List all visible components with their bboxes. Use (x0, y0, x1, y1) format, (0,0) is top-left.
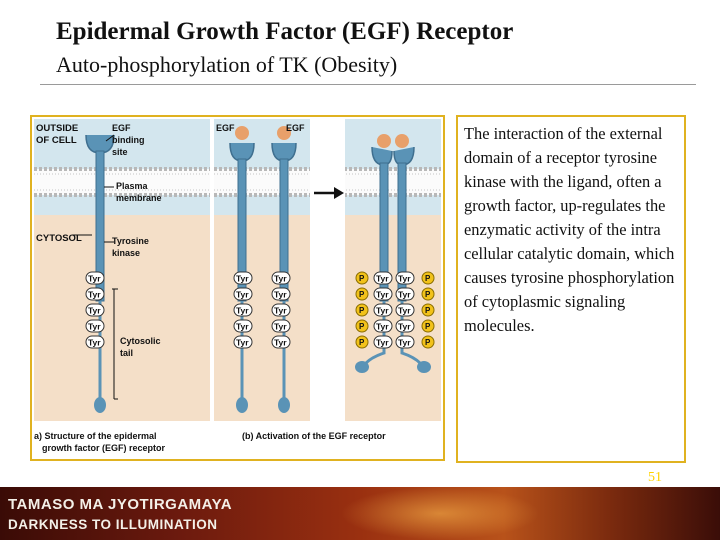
tyr-label: Tyr (274, 290, 287, 300)
label-egf-binding-site: EGF (112, 123, 131, 133)
label-plasma-membrane: Plasma (116, 181, 149, 191)
label-egf-right: EGF (286, 123, 305, 133)
phosphate-label: P (359, 322, 365, 331)
label-outside-of-cell: OUTSIDE (36, 123, 78, 134)
tyr-label: Tyr (376, 322, 389, 332)
tyr-label: Tyr (274, 338, 287, 348)
label-outside-of-cell-2: OF CELL (36, 135, 77, 146)
tyr-label: Tyr (398, 322, 411, 332)
label-plasma-membrane-2: membrane (116, 193, 162, 203)
panel-b2-cytosol (345, 215, 441, 421)
label-cytosolic-tail-2: tail (120, 348, 133, 358)
activation-arrow (314, 187, 344, 199)
footer-banner: TAMASO MA JYOTIRGAMAYA DARKNESS TO ILLUM… (0, 487, 720, 540)
tyr-label: Tyr (88, 338, 101, 348)
tyr-label: Tyr (236, 338, 249, 348)
phosphate-label: P (425, 290, 431, 299)
phosphate-label: P (425, 306, 431, 315)
caption-panel-b: (b) Activation of the EGF receptor (242, 431, 386, 441)
footer-motto-line2: DARKNESS TO ILLUMINATION (8, 517, 218, 532)
egf-ligand-left (235, 126, 249, 140)
label-egf-left: EGF (216, 123, 235, 133)
tyr-label: Tyr (274, 306, 287, 316)
tyr-label: Tyr (376, 290, 389, 300)
phosphate-label: P (359, 338, 365, 347)
panel-a-cytosol (34, 215, 210, 421)
tyr-label: Tyr (398, 338, 411, 348)
receptor-dimer-active (355, 134, 431, 373)
phosphate-label: P (359, 290, 365, 299)
tyr-label: Tyr (398, 306, 411, 316)
tyr-label: Tyr (88, 322, 101, 332)
footer-glow (340, 487, 540, 540)
figure-canvas: Tyr Tyr Tyr Tyr Tyr Tyr Tyr Tyr Tyr Tyr … (34, 119, 441, 453)
caption-panel-a: a) Structure of the epidermal (34, 431, 157, 441)
tyr-label: Tyr (376, 338, 389, 348)
tyr-label: Tyr (236, 306, 249, 316)
phosphate-label: P (359, 306, 365, 315)
phosphate-label: P (425, 338, 431, 347)
label-leader-lines (72, 134, 118, 400)
phosphate-label: P (359, 274, 365, 283)
tyr-label: Tyr (88, 274, 101, 284)
slide-subtitle: Auto-phosphorylation of TK (Obesity) (56, 52, 398, 77)
phosphate-groups: P P P P P P P P P P (355, 271, 435, 349)
label-cytosol: CYTOSOL (36, 233, 82, 244)
tyr-label: Tyr (236, 290, 249, 300)
description-text: The interaction of the external domain o… (456, 115, 686, 463)
tyr-label: Tyr (398, 274, 411, 284)
tyr-label: Tyr (236, 274, 249, 284)
label-cytosolic-tail: Cytosolic (120, 336, 161, 346)
tyr-label: Tyr (88, 306, 101, 316)
tyr-label: Tyr (88, 290, 101, 300)
receptor-monomer (85, 134, 115, 413)
egf-ligand-right (277, 126, 291, 140)
egf-receptor-figure: Tyr Tyr Tyr Tyr Tyr Tyr Tyr Tyr Tyr Tyr … (30, 115, 445, 461)
label-egf-binding-site-3: site (112, 147, 128, 157)
tyr-residues-b-inactive: Tyr Tyr Tyr Tyr Tyr Tyr Tyr Tyr Tyr Tyr (233, 271, 291, 349)
tyr-label: Tyr (274, 274, 287, 284)
phosphate-label: P (425, 274, 431, 283)
tyr-label: Tyr (236, 322, 249, 332)
receptor-pair-inactive (229, 126, 297, 413)
title-divider (40, 84, 696, 85)
tyr-residues-a: Tyr Tyr Tyr Tyr Tyr (85, 271, 105, 349)
tyr-label: Tyr (398, 290, 411, 300)
caption-panel-a-2: growth factor (EGF) receptor (42, 443, 166, 453)
page-number: 51 (648, 470, 662, 485)
tyr-label: Tyr (274, 322, 287, 332)
tyr-residues-b-active: Tyr Tyr Tyr Tyr Tyr Tyr Tyr Tyr Tyr Tyr … (355, 271, 435, 349)
label-tyrosine-kinase: Tyrosine (112, 236, 149, 246)
panel-b1-cytosol (214, 215, 310, 421)
footer-motto-line1: TAMASO MA JYOTIRGAMAYA (8, 496, 233, 513)
tyr-label: Tyr (376, 306, 389, 316)
label-tyrosine-kinase-2: kinase (112, 248, 140, 258)
label-egf-binding-site-2: binding (112, 135, 145, 145)
phosphate-label: P (425, 322, 431, 331)
slide-title: Epidermal Growth Factor (EGF) Receptor (56, 18, 514, 45)
tyr-label: Tyr (376, 274, 389, 284)
